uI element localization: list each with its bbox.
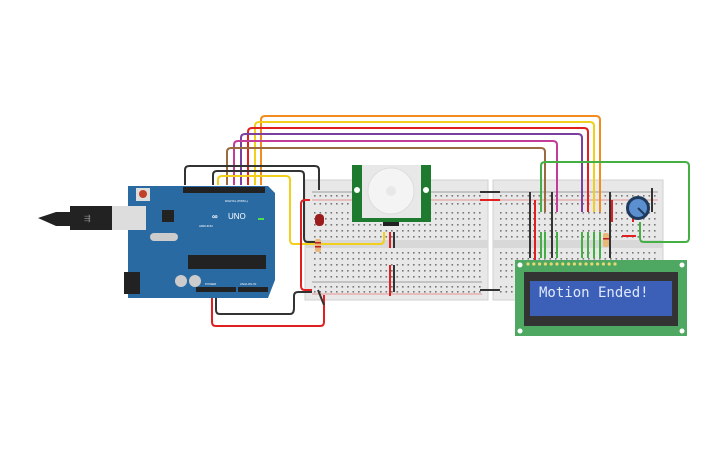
lcd-pins xyxy=(526,262,617,266)
board-model-label: UNO xyxy=(228,212,246,221)
wire-black-gnd xyxy=(215,291,312,315)
lcd-display[interactable]: Motion Ended! xyxy=(515,260,687,336)
lcd-pin xyxy=(567,262,571,266)
power-header-label: POWER xyxy=(205,282,217,286)
board-brand-label: ARDUINO xyxy=(199,224,214,228)
lcd-text: Motion Ended! xyxy=(539,285,649,301)
wire-yellow-pir xyxy=(217,175,385,245)
pir-sensor[interactable] xyxy=(352,165,431,226)
lcd-pin xyxy=(572,262,577,266)
wire-purple xyxy=(240,133,583,212)
lcd-pin xyxy=(596,262,600,266)
power-jack xyxy=(124,272,140,294)
infinity-logo: ∞ xyxy=(212,212,218,221)
wire-red-top xyxy=(247,127,589,212)
lcd-pin xyxy=(555,262,559,266)
lcd-pin xyxy=(532,262,536,266)
red-led[interactable] xyxy=(315,214,324,226)
lcd-pin xyxy=(561,262,565,266)
on-led xyxy=(258,218,264,220)
lcd-screen xyxy=(530,281,672,316)
lcd-pin xyxy=(543,262,548,266)
wire-red-power xyxy=(211,292,325,327)
wire-black-a xyxy=(184,165,320,190)
lcd-pin xyxy=(584,262,588,266)
analog-header-label: ANALOG IN xyxy=(240,282,256,286)
wire-magenta xyxy=(233,140,558,212)
wire-brown xyxy=(226,147,546,212)
resistor[interactable] xyxy=(315,239,321,252)
lcd-pin xyxy=(590,262,594,266)
potentiometer[interactable] xyxy=(626,196,650,220)
arduino-uno[interactable]: ∞ UNO ARDUINO DIGITAL (PWM~) POWER ANALO… xyxy=(124,186,275,298)
lcd-pin xyxy=(578,262,582,266)
usb-icon: ⇶ xyxy=(84,214,91,223)
wire-yellow xyxy=(254,121,595,212)
lcd-pin xyxy=(607,262,611,266)
lcd-pin xyxy=(538,262,542,266)
usb-cable[interactable]: ⇶ xyxy=(38,206,146,230)
lcd-pin xyxy=(526,262,530,266)
lcd-pin xyxy=(601,262,606,266)
wire-red-rail xyxy=(300,199,312,291)
resistor-lcd[interactable] xyxy=(603,233,609,247)
wire-black-b xyxy=(212,170,318,243)
wire-green-pot xyxy=(540,161,690,243)
wire-orange xyxy=(260,115,601,212)
reset-button[interactable] xyxy=(139,190,147,198)
lcd-pin xyxy=(613,262,617,266)
atmega-chip xyxy=(188,255,266,269)
wires[interactable] xyxy=(184,115,690,327)
digital-header-label: DIGITAL (PWM~) xyxy=(225,199,248,203)
lcd-pin xyxy=(549,262,553,266)
